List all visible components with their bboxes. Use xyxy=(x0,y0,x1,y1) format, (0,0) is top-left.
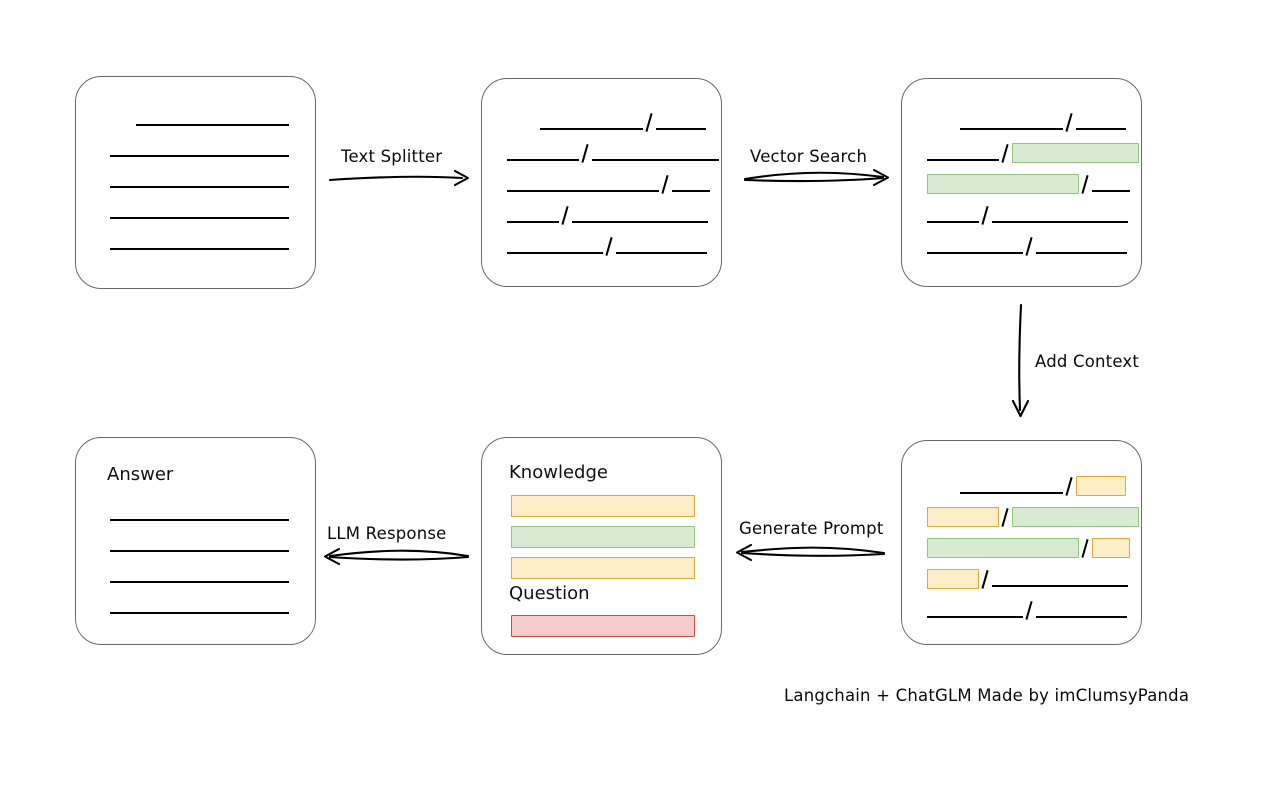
chunk-segment-right xyxy=(616,252,707,254)
chunk-separator-icon xyxy=(979,569,992,589)
source-document-box[interactable] xyxy=(75,76,316,289)
context-added-chunks-box[interactable] xyxy=(901,440,1142,645)
chunk-segment-right xyxy=(672,190,710,192)
chunk-row xyxy=(902,172,1141,194)
chunk-row xyxy=(482,234,721,256)
chunk-row xyxy=(482,141,721,163)
edge-label-vector-search: Vector Search xyxy=(750,147,868,166)
edge-label-text-splitter: Text Splitter xyxy=(341,147,443,166)
chunk-separator-icon xyxy=(1063,476,1076,496)
knowledge-label: Knowledge xyxy=(509,462,608,483)
chunk-row xyxy=(902,598,1141,620)
chunk-segment-left xyxy=(507,252,603,254)
chunk-segment-left xyxy=(927,159,999,161)
edge-label-generate-prompt: Generate Prompt xyxy=(739,519,884,538)
chunk-separator-icon xyxy=(1079,174,1092,194)
chunk-row xyxy=(902,203,1141,225)
chunk-row xyxy=(902,567,1141,589)
answer-label: Answer xyxy=(107,464,174,485)
vector-matched-chunks-box[interactable] xyxy=(901,78,1142,287)
split-chunks-box[interactable] xyxy=(481,78,722,287)
chunk-separator-icon xyxy=(643,112,656,132)
question-bar-red xyxy=(511,615,695,637)
chunk-segment-right xyxy=(1036,616,1127,618)
context-chunk-highlight xyxy=(1092,538,1130,558)
chunk-segment-right xyxy=(592,159,719,161)
chunk-segment-left xyxy=(540,128,643,130)
chunk-separator-icon xyxy=(1063,112,1076,132)
chunk-segment-left xyxy=(507,159,579,161)
context-chunk-highlight xyxy=(927,569,979,589)
chunk-row xyxy=(902,474,1141,496)
chunk-segment-left xyxy=(507,221,559,223)
edge-label-llm-response: LLM Response xyxy=(327,524,447,543)
chunk-separator-icon xyxy=(999,507,1012,527)
answer-line xyxy=(110,612,289,614)
chunk-row xyxy=(902,505,1141,527)
chunk-segment-left xyxy=(927,252,1023,254)
retrieved-chunk-highlight xyxy=(927,538,1079,558)
source-document-line xyxy=(110,217,289,219)
retrieved-chunk-highlight xyxy=(927,174,1079,194)
chunk-segment-left xyxy=(927,616,1023,618)
chunk-separator-icon xyxy=(559,205,572,225)
retrieved-chunk-highlight xyxy=(1012,507,1139,527)
question-label: Question xyxy=(509,583,590,604)
source-document-line xyxy=(110,248,289,250)
answer-line xyxy=(110,519,289,521)
chunk-separator-icon xyxy=(1023,600,1036,620)
context-chunk-highlight xyxy=(927,507,999,527)
context-added-rows xyxy=(902,441,1141,644)
chunk-segment-right xyxy=(992,585,1128,587)
arrow-vector-search xyxy=(743,168,890,187)
chunk-separator-icon xyxy=(1023,236,1036,256)
source-document-line xyxy=(110,155,289,157)
chunk-segment-left xyxy=(960,128,1063,130)
arrow-text-splitter xyxy=(328,169,470,187)
edge-label-add-context: Add Context xyxy=(1035,352,1140,371)
answer-box[interactable]: Answer xyxy=(75,437,316,645)
split-chunks-rows xyxy=(482,79,721,286)
chunk-segment-left xyxy=(960,492,1063,494)
chunk-separator-icon xyxy=(1079,538,1092,558)
context-chunk-highlight xyxy=(1076,476,1126,496)
chunk-separator-icon xyxy=(603,236,616,256)
knowledge-bar-green xyxy=(511,526,695,548)
chunk-row xyxy=(482,203,721,225)
arrow-add-context xyxy=(1011,303,1030,418)
chunk-row xyxy=(902,536,1141,558)
chunk-segment-right xyxy=(1092,190,1130,192)
chunk-separator-icon xyxy=(579,143,592,163)
chunk-row xyxy=(482,172,721,194)
source-document-line xyxy=(136,124,289,126)
knowledge-bar-yellow xyxy=(511,557,695,579)
prompt-box[interactable]: Knowledge Question xyxy=(481,437,722,655)
arrow-llm-response xyxy=(323,547,470,566)
answer-line xyxy=(110,581,289,583)
chunk-separator-icon xyxy=(659,174,672,194)
chunk-row xyxy=(482,110,721,132)
source-document-line xyxy=(110,186,289,188)
chunk-segment-left xyxy=(507,190,659,192)
answer-line xyxy=(110,550,289,552)
chunk-separator-icon xyxy=(979,205,992,225)
chunk-row xyxy=(902,234,1141,256)
chunk-row xyxy=(902,141,1141,163)
footer-credit: Langchain + ChatGLM Made by imClumsyPand… xyxy=(784,686,1190,705)
chunk-row xyxy=(902,110,1141,132)
chunk-separator-icon xyxy=(999,143,1012,163)
chunk-segment-right xyxy=(656,128,706,130)
chunk-segment-left xyxy=(927,221,979,223)
chunk-segment-right xyxy=(1036,252,1127,254)
chunk-segment-right xyxy=(992,221,1128,223)
arrow-generate-prompt xyxy=(735,543,886,562)
chunk-segment-right xyxy=(1076,128,1126,130)
retrieved-chunk-highlight xyxy=(1012,143,1139,163)
knowledge-bar-yellow xyxy=(511,495,695,517)
vector-matched-rows xyxy=(902,79,1141,286)
chunk-segment-right xyxy=(572,221,708,223)
